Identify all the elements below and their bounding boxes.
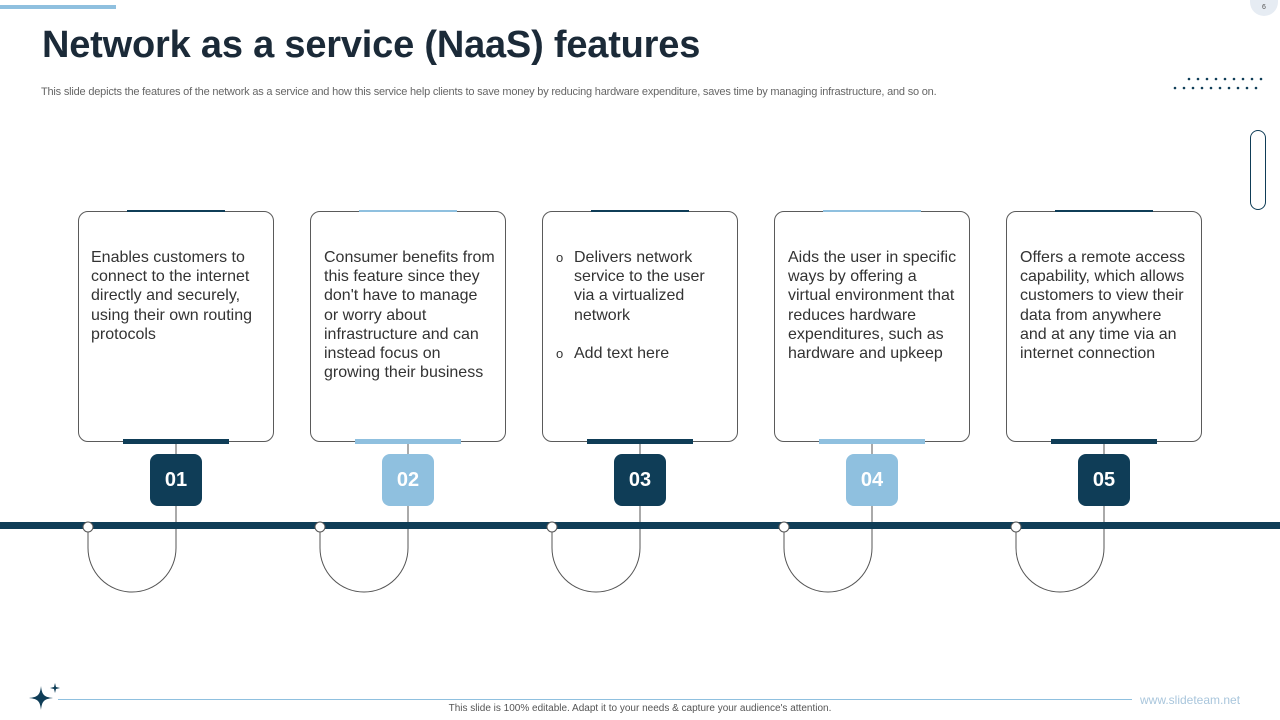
sparkle-star-icon — [29, 683, 60, 710]
page-title: Network as a service (NaaS) features — [42, 24, 701, 66]
feature-card-2 — [310, 211, 506, 442]
footer-note: This slide is 100% editable. Adapt it to… — [448, 703, 832, 714]
feature-text-1: Enables customers to connect to the inte… — [91, 249, 252, 343]
feature-number-1: 01 — [150, 454, 202, 506]
feature-number-4: 04 — [846, 454, 898, 506]
feature-number-3: 03 — [614, 454, 666, 506]
card-top-accent — [591, 210, 689, 212]
bullet-item: o Add text here — [556, 344, 728, 363]
card-top-accent — [127, 210, 225, 212]
feature-card-5 — [1006, 211, 1202, 442]
bullet-text: Delivers network service to the user via… — [574, 249, 705, 324]
card-bottom-accent — [1051, 439, 1157, 444]
card-bottom-accent — [355, 439, 461, 444]
page-subtitle: This slide depicts the features of the n… — [41, 86, 937, 98]
feature-text-2: Consumer benefits from this feature sinc… — [324, 249, 495, 382]
feature-text-4: Aids the user in specific ways by offeri… — [788, 249, 957, 363]
feature-text-3: o Delivers network service to the user v… — [556, 248, 728, 363]
feature-text-5: Offers a remote access capability, which… — [1020, 249, 1186, 363]
feature-number-5: 05 — [1078, 454, 1130, 506]
footer-divider — [58, 699, 1132, 700]
bullet-circle-icon: o — [556, 250, 564, 265]
bullet-text: Add text here — [574, 344, 670, 362]
decorative-dots — [1173, 77, 1263, 90]
card-bottom-accent — [123, 439, 229, 444]
card-bottom-accent — [819, 439, 925, 444]
card-top-accent — [359, 210, 457, 212]
card-bottom-accent — [587, 439, 693, 444]
top-accent-bar — [0, 5, 116, 9]
scroll-pill-decoration — [1250, 130, 1266, 210]
bullet-circle-icon: o — [556, 345, 564, 361]
feature-number-2: 02 — [382, 454, 434, 506]
feature-card-3 — [542, 211, 738, 442]
page-number: 6 — [1250, 0, 1278, 16]
timeline-bar — [0, 522, 1280, 529]
feature-card-4 — [774, 211, 970, 442]
card-top-accent — [1055, 210, 1153, 212]
bullet-item: o Delivers network service to the user v… — [556, 248, 728, 325]
footer-url: www.slideteam.net — [1140, 693, 1241, 707]
card-top-accent — [823, 210, 921, 212]
